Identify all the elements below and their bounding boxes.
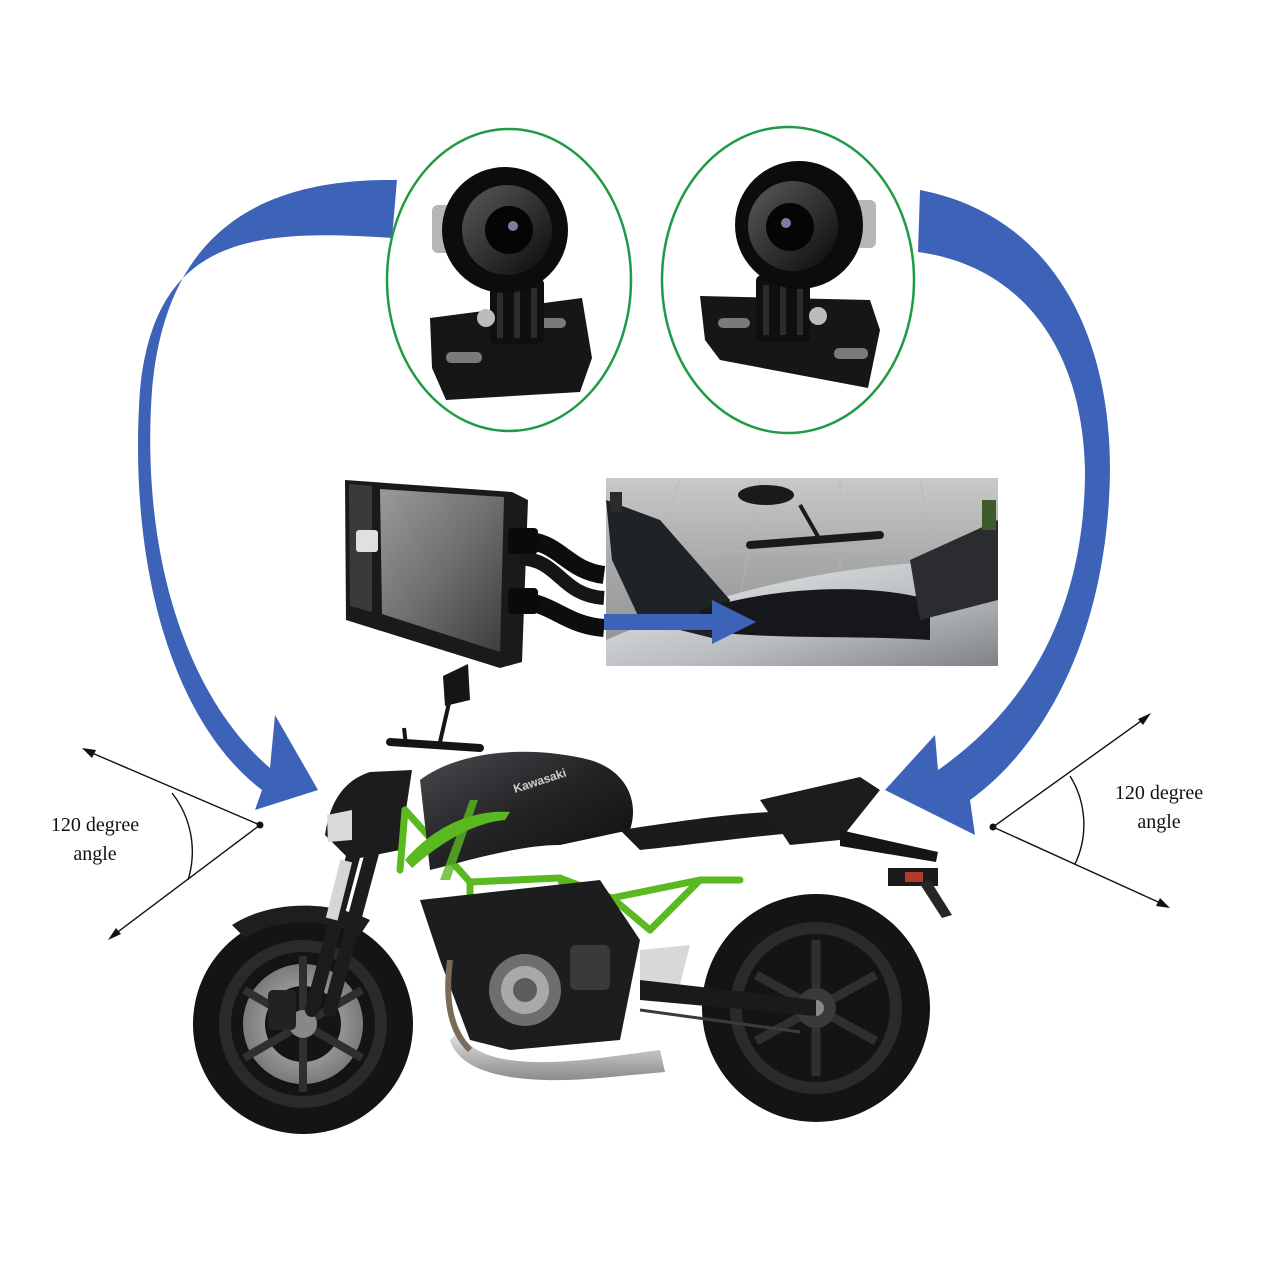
right-camera-circle — [660, 125, 916, 435]
arrow-icon — [604, 600, 756, 644]
left-angle-diagram — [82, 748, 264, 940]
scooter-storage-photo — [604, 477, 999, 666]
right-angle-label: 120 degree angle — [1086, 779, 1232, 837]
right-blue-arrow — [885, 190, 1110, 835]
dvr-screen-icon — [345, 480, 528, 668]
camera-icon — [700, 161, 880, 388]
front-wheel — [193, 914, 413, 1134]
left-angle-label-line2: angle — [73, 843, 117, 865]
camera-icon — [430, 167, 592, 400]
right-angle-label-line2: angle — [1137, 811, 1181, 833]
left-angle-label-line1: 120 degree — [50, 814, 140, 836]
dvr-recorder — [345, 480, 606, 668]
motorcycle: Kawasaki — [193, 664, 952, 1134]
right-angle-diagram — [989, 713, 1170, 908]
left-camera-circle — [385, 127, 633, 433]
left-angle-label: 120 degree angle — [22, 811, 168, 869]
right-angle-label-line1: 120 degree — [1114, 782, 1204, 804]
